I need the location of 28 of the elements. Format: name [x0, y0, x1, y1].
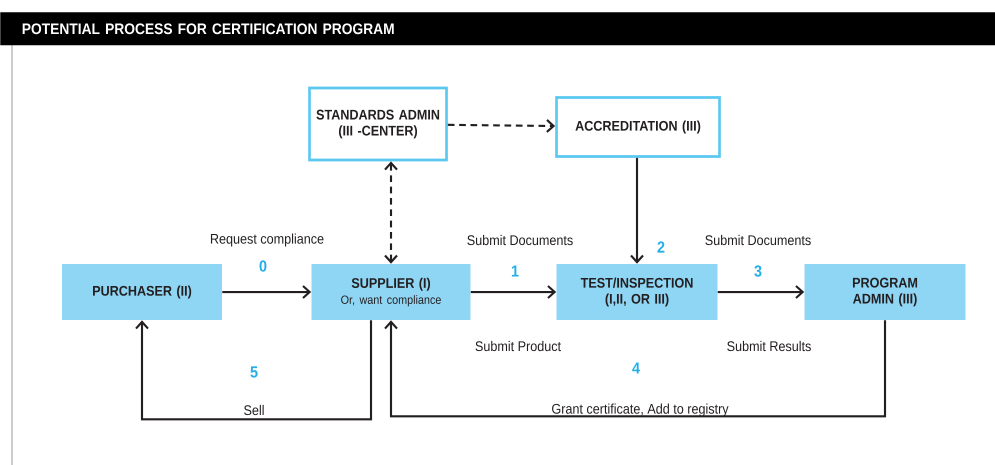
arrow [135, 320, 372, 420]
arrow [470, 285, 556, 299]
step-number: 5 [250, 366, 258, 378]
arrow [384, 161, 398, 264]
step-number: 2 [658, 241, 664, 253]
step-number: 3 [754, 265, 762, 277]
text-label: Submit Product [476, 340, 561, 352]
process-box: TEST/INSPECTION (I,II, OR III) [556, 264, 718, 320]
text-label: Submit Documents [705, 234, 811, 246]
title-bar: POTENTIAL PROCESS FOR CERTIFICATION PROGRAM [0, 12, 995, 46]
text-label: Sell [244, 404, 264, 416]
process-box: ACCREDITATION (III) [555, 96, 721, 158]
text-label: Submit Documents [467, 234, 573, 246]
process-box: PURCHASER (II) [62, 264, 222, 320]
arrow [630, 158, 644, 264]
text-label: Submit Results [727, 340, 811, 352]
arrow [384, 320, 886, 418]
step-number: 1 [512, 266, 519, 276]
arrow [718, 285, 804, 299]
text-label: Request compliance [210, 233, 324, 247]
text-label: Grant certificate, Add to registry [552, 403, 729, 417]
process-box: PROGRAM ADMIN (III) [804, 264, 966, 320]
process-box: SUPPLIER (I) Or, want compliance [312, 264, 470, 320]
arrow [448, 119, 556, 133]
step-number: 0 [260, 260, 266, 272]
arrow [222, 285, 312, 299]
process-box: STANDARDS ADMIN (III -CENTER) [308, 86, 448, 162]
step-number: 4 [632, 362, 640, 374]
